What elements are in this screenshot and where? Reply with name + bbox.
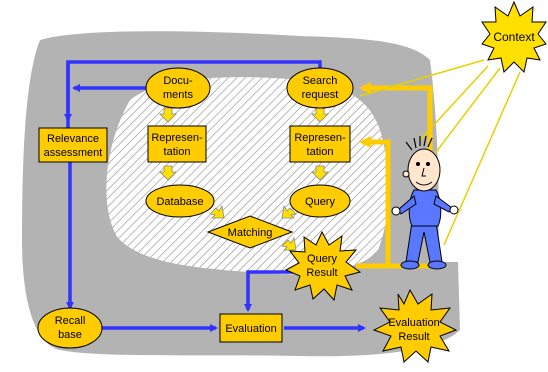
recall-base-label-1: Recall (55, 315, 86, 327)
evaluation-result-node: Evaluation Result (372, 288, 458, 363)
context-node: Context (481, 0, 547, 74)
evaluation-node: Evaluation (219, 313, 283, 343)
documents-node: Docu- ments (145, 67, 211, 109)
context-label: Context (493, 30, 535, 44)
query-representation-node: Represen- tation (289, 125, 351, 163)
arrow-queryresult-to-evaluation (244, 270, 298, 312)
query-representation-label-2: tation (307, 146, 334, 158)
context-lines (359, 59, 521, 246)
recall-base-node: Recall base (37, 307, 103, 349)
relevance-assessment-node: Relevance assessment (38, 127, 108, 163)
relevance-label-2: assessment (44, 147, 103, 159)
query-result-label-2: Result (306, 267, 337, 279)
search-request-node: Search request (286, 67, 354, 109)
doc-representation-node: Represen- tation (147, 125, 207, 163)
doc-representation-label-2: tation (164, 146, 191, 158)
recall-base-label-2: base (58, 329, 82, 341)
query-label: Query (305, 196, 335, 208)
search-request-label-2: request (302, 89, 339, 101)
query-result-label-1: Query (307, 253, 337, 265)
matching-node: Matching (206, 215, 294, 249)
user-figure (391, 135, 459, 270)
doc-representation-label-1: Represen- (151, 132, 203, 144)
matching-label: Matching (228, 227, 273, 239)
query-result-node: Query Result (284, 230, 362, 302)
database-node: Database (145, 184, 215, 218)
relevance-label-1: Relevance (47, 133, 99, 145)
evaluation-result-label-2: Result (398, 331, 429, 343)
small-flow-arrows (159, 107, 329, 251)
arrow-user-to-query-representation (359, 136, 391, 265)
query-representation-label-1: Represen- (294, 132, 346, 144)
database-label: Database (156, 196, 203, 208)
documents-label-1: Docu- (163, 75, 193, 87)
search-request-label-1: Search (303, 75, 338, 87)
evaluation-label: Evaluation (225, 323, 276, 335)
evaluation-result-label-1: Evaluation (388, 317, 439, 329)
query-node: Query (289, 184, 351, 218)
documents-label-2: ments (163, 89, 193, 101)
